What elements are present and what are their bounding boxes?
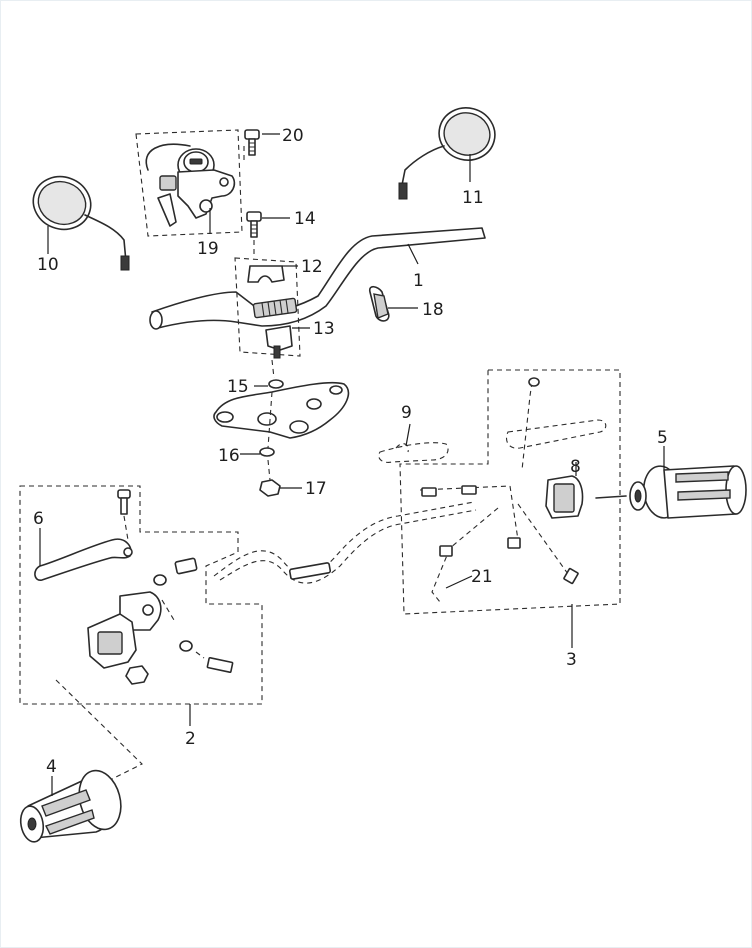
- callout-20: 20: [282, 126, 304, 146]
- callout-9: 9: [401, 403, 412, 423]
- bolt-14: [246, 211, 262, 256]
- callout-18: 18: [422, 300, 444, 320]
- callout-16: 16: [218, 446, 240, 466]
- mirror-bolt-right: [398, 182, 408, 200]
- callout-1: 1: [413, 271, 424, 291]
- mirror-right: [398, 107, 496, 200]
- mirror-left: [32, 175, 130, 271]
- washer-16: [259, 447, 275, 457]
- ignition-switch-assembly: [135, 129, 245, 237]
- clutch-lever-6: [34, 538, 132, 581]
- cable-sleeve: [288, 562, 332, 580]
- callout-12: 12: [301, 257, 323, 277]
- grip-left: [19, 679, 143, 843]
- grip-right: [629, 465, 747, 519]
- nut-17: [259, 479, 281, 497]
- bolt-20: [244, 129, 260, 156]
- spacer-18: [368, 285, 390, 322]
- callout-5: 5: [657, 428, 668, 448]
- callout-leaders: [39, 133, 665, 796]
- mirror-bolt-left: [120, 255, 130, 271]
- callout-3: 3: [566, 650, 577, 670]
- callout-labels: 1 2 3 4 5 6 8 9 10 11 12 13 14 15 16 17 …: [33, 126, 668, 777]
- callout-10: 10: [37, 255, 59, 275]
- top-plate: [213, 379, 350, 497]
- callout-6: 6: [33, 509, 44, 529]
- callout-11: 11: [462, 188, 484, 208]
- callout-19: 19: [197, 239, 219, 259]
- washer-15: [268, 379, 284, 389]
- callout-8: 8: [570, 457, 581, 477]
- brake-lever-9: [378, 442, 449, 463]
- callout-15: 15: [227, 377, 249, 397]
- callout-17: 17: [305, 479, 327, 499]
- callout-21: 21: [471, 567, 493, 587]
- handlebar: [149, 227, 486, 330]
- clutch-cable: [213, 501, 477, 584]
- callout-2: 2: [185, 729, 196, 749]
- clamp-lower-13: [265, 325, 293, 379]
- callout-14: 14: [294, 209, 316, 229]
- left-switch-group: [19, 485, 263, 705]
- callout-4: 4: [46, 757, 57, 777]
- clamp-upper-12: [234, 257, 301, 357]
- callout-13: 13: [313, 319, 335, 339]
- right-switch-group: [399, 369, 627, 615]
